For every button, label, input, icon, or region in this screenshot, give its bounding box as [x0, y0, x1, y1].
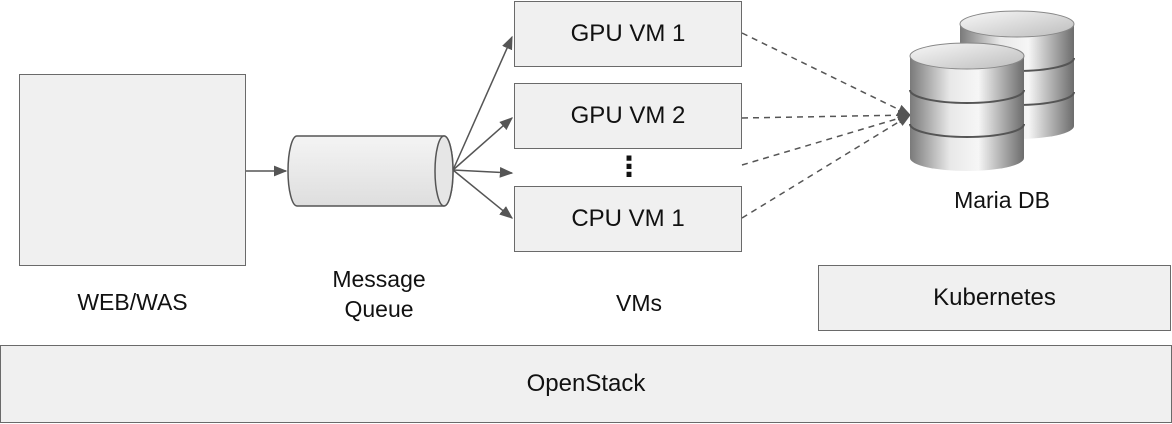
arrow-queue-to-gpu-vm-2 [452, 117, 514, 171]
web-was-box [19, 74, 246, 266]
maria-db-label: Maria DB [954, 187, 1050, 213]
message-queue-label: Message Queue [332, 266, 426, 322]
vm-ellipsis: ⋮ [615, 151, 643, 182]
dashed-arrow-ellipsis-to-db [741, 113, 912, 166]
dashed-arrow-cpu-vm-1-to-db [741, 114, 912, 219]
openstack-box: OpenStack [0, 345, 1172, 423]
arrow-queue-to-cpu-vm-1 [452, 169, 514, 219]
gpu-vm-2-box: GPU VM 2 [514, 83, 742, 149]
database-cylinders-icon [909, 10, 1075, 171]
dashed-arrow-gpu-vm-2-to-db [741, 109, 912, 121]
dashed-arrow-gpu-vm-1-to-db [741, 32, 912, 116]
arrow-queue-to-gpu-vm-1 [452, 35, 513, 171]
vms-label: VMs [616, 290, 662, 316]
gpu-vm-1-box: GPU VM 1 [514, 1, 742, 67]
cpu-vm-1-box: CPU VM 1 [514, 186, 742, 252]
kubernetes-box: Kubernetes [818, 265, 1171, 331]
web-was-label: WEB/WAS [77, 289, 188, 315]
arrow-queue-to-ellipsis [452, 166, 514, 178]
message-queue-cylinder-icon [287, 135, 454, 207]
